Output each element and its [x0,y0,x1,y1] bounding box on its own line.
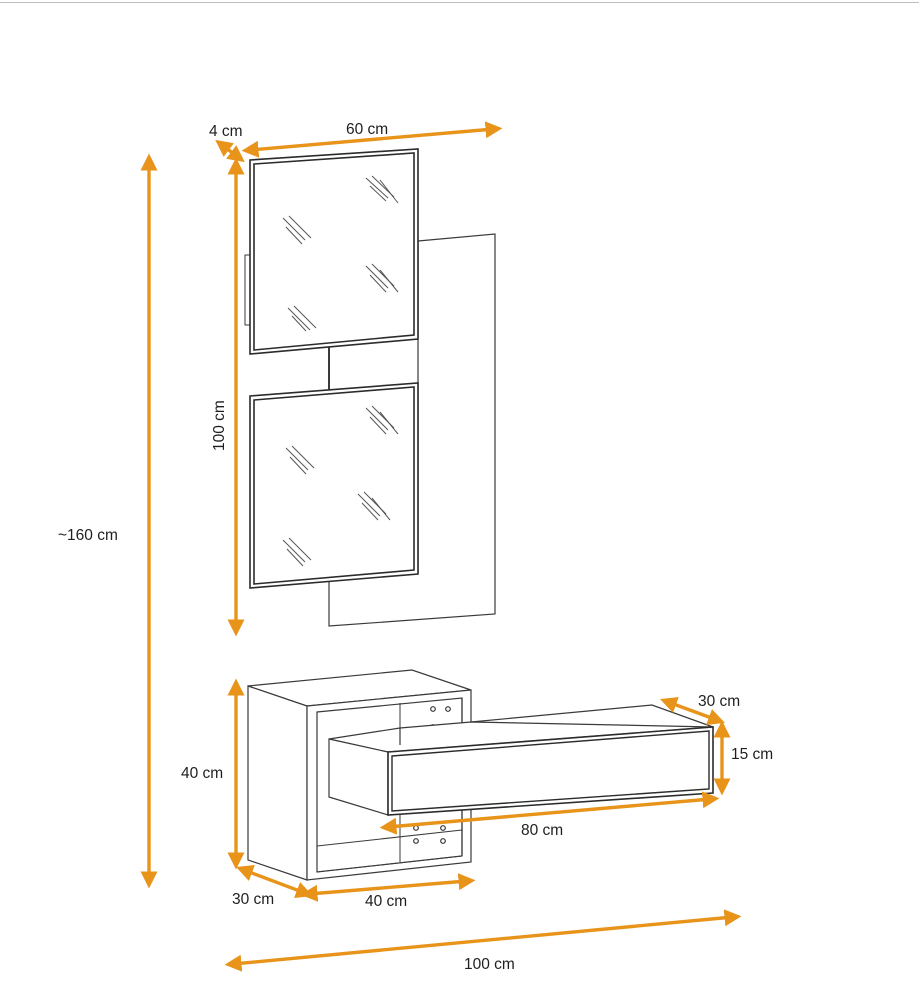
label-width-cabinet: 40 cm [365,893,407,910]
mirror-upper [244,148,419,355]
label-width-mirror: 60 cm [346,121,388,138]
mirror-lower [249,382,419,589]
top-border [0,2,919,3]
arrow-width-cabinet [300,873,476,902]
glare-marks [282,405,399,567]
arrow-width-mirror [241,121,503,158]
glare-marks [282,175,399,332]
dimension-arrows [140,121,742,972]
label-depth-mirror: 4 cm [209,123,243,140]
label-width-drawer: 80 cm [521,822,563,839]
label-depth-cabinet: 30 cm [232,891,274,908]
arrow-width-drawer [379,791,720,835]
arrow-width-total [224,909,742,972]
label-height-cabinet: 40 cm [181,765,223,782]
arrow-depth-shelf [660,696,725,726]
label-height-total: ~160 cm [58,527,118,544]
label-height-drawer: 15 cm [731,746,773,763]
arrow-depth-mirror [215,139,245,163]
label-height-mirror: 100 cm [211,400,228,451]
label-width-total: 100 cm [464,956,515,973]
label-depth-shelf: 30 cm [698,693,740,710]
arrow-depth-cabinet [236,865,313,898]
